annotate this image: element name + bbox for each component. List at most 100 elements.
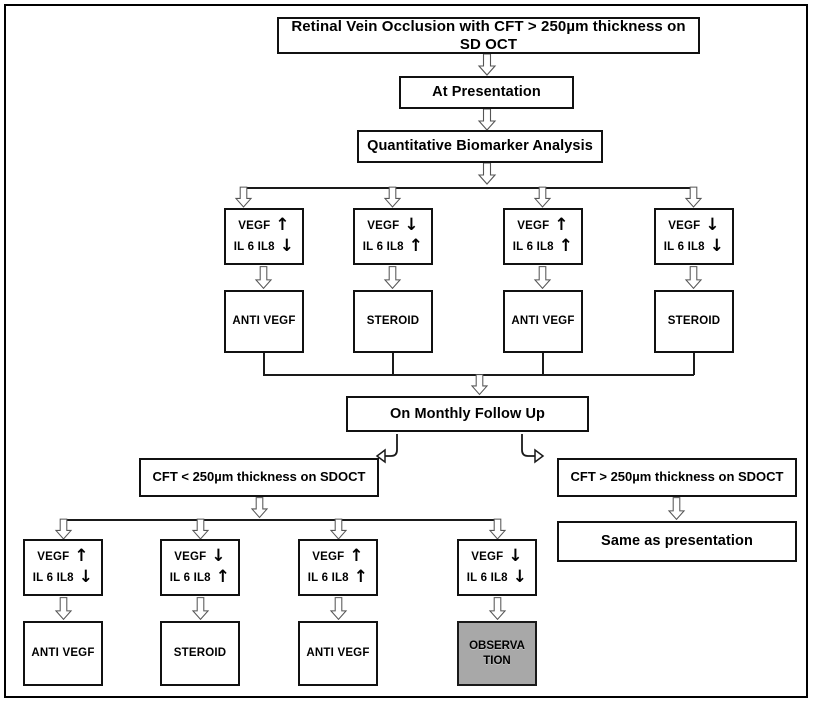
biomarker-row-il: IL 6 IL8 ↑: [304, 566, 372, 587]
vegf-trend-arrow: ↑: [554, 215, 569, 236]
treatment-label: STEROID: [366, 314, 420, 327]
biomarker-row-vegf: VEGF ↑: [230, 215, 298, 236]
biomarker-row-il: IL 6 IL8 ↓: [29, 569, 97, 586]
arrow-followup-biomarker-4-to-treatment: [488, 597, 507, 621]
il-trend-arrow: ↓: [512, 566, 528, 587]
node-quantitative-biomarker-analysis: Quantitative Biomarker Analysis: [357, 130, 603, 163]
treatment-label: ANTI VEGF: [511, 314, 575, 327]
il-label: IL 6 IL8: [466, 571, 508, 584]
treatment-label: ANTI VEGF: [306, 646, 370, 659]
arrow-cft-more-to-same: [667, 497, 686, 521]
merge-stem-1: [263, 353, 265, 375]
vegf-trend-arrow: ↓: [508, 546, 523, 567]
node-biomarker-presentation-4: VEGF ↓ IL 6 IL8 ↓: [654, 208, 734, 265]
vegf-trend-arrow: ↓: [705, 215, 720, 236]
biomarker-row-vegf: VEGF ↑: [509, 215, 577, 236]
il-trend-arrow: ↑: [353, 566, 369, 587]
vegf-trend-arrow: ↑: [275, 215, 290, 236]
observation-line-2: TION: [483, 654, 511, 667]
vegf-label: VEGF: [668, 220, 701, 233]
vegf-label: VEGF: [37, 551, 70, 564]
node-treatment-followup-1: ANTI VEGF: [23, 621, 103, 686]
arrow-split-to-branch-3: [533, 186, 552, 208]
node-label: CFT > 250µm thickness on SDOCT: [570, 469, 784, 485]
node-biomarker-presentation-1: VEGF ↑ IL 6 IL8 ↓: [224, 208, 304, 265]
arrow-split-to-branch-1: [234, 186, 253, 208]
biomarker-row-il: IL 6 IL8 ↑: [509, 238, 577, 255]
node-treatment-followup-3: ANTI VEGF: [298, 621, 378, 686]
node-label: Retinal Vein Occlusion with CFT > 250µm …: [291, 18, 686, 53]
node-treatment-followup-4-observation: OBSERVA TION: [457, 621, 537, 686]
arrow-followup-split-1: [54, 518, 73, 540]
arrow-biomarker-2-to-treatment: [383, 266, 402, 290]
arrow-followup-split-4: [488, 518, 507, 540]
node-biomarker-presentation-2: VEGF ↓ IL 6 IL8 ↑: [353, 208, 433, 265]
il-label: IL 6 IL8: [32, 571, 74, 584]
arrow-split-to-branch-4: [684, 186, 703, 208]
arrow-split-to-branch-2: [383, 186, 402, 208]
biomarker-row-il: IL 6 IL8 ↓: [463, 566, 531, 587]
node-label: CFT < 250µm thickness on SDOCT: [152, 469, 366, 485]
biomarker-row-vegf: VEGF ↓: [660, 215, 728, 236]
vegf-trend-arrow: ↑: [74, 546, 89, 567]
biomarker-row-vegf: VEGF ↓: [463, 546, 531, 567]
il-trend-arrow: ↓: [279, 235, 295, 256]
merge-stem-3: [542, 353, 544, 375]
biomarker-row-vegf: VEGF ↑: [29, 546, 97, 567]
observation-line-1: OBSERVA: [469, 640, 525, 653]
arrow-analysis-to-split: [477, 162, 497, 185]
node-label: Same as presentation: [601, 533, 753, 550]
node-treatment-presentation-4: STEROID: [654, 290, 734, 353]
split-bar-presentation: [243, 187, 695, 189]
treatment-label: ANTI VEGF: [232, 314, 296, 327]
node-same-as-presentation: Same as presentation: [557, 521, 797, 562]
il-label: IL 6 IL8: [362, 240, 404, 253]
biomarker-row-vegf: VEGF ↓: [166, 546, 234, 567]
elbow-arrow-to-cft-more: [515, 432, 549, 466]
biomarker-row-il: IL 6 IL8 ↓: [660, 235, 728, 256]
arrow-biomarker-3-to-treatment: [533, 266, 552, 290]
node-label: At Presentation: [432, 84, 541, 101]
biomarker-row-il: IL 6 IL8 ↓: [230, 235, 298, 256]
node-on-monthly-follow-up: On Monthly Follow Up: [346, 396, 589, 432]
arrow-cft-less-to-split: [250, 497, 269, 519]
arrow-followup-biomarker-2-to-treatment: [191, 597, 210, 621]
arrow-merge-to-followup: [470, 374, 489, 396]
biomarker-row-il: IL 6 IL8 ↑: [359, 235, 427, 256]
il-trend-arrow: ↑: [408, 235, 424, 256]
vegf-label: VEGF: [517, 220, 550, 233]
arrow-biomarker-4-to-treatment: [684, 266, 703, 290]
split-bar-followup: [63, 519, 497, 521]
arrow-followup-biomarker-3-to-treatment: [329, 597, 348, 621]
observation-label: OBSERVA TION: [469, 639, 525, 668]
biomarker-row-vegf: VEGF ↓: [359, 215, 427, 236]
node-cft-greater-than: CFT > 250µm thickness on SDOCT: [557, 458, 797, 497]
biomarker-row-vegf: VEGF ↑: [304, 546, 372, 567]
node-biomarker-followup-2: VEGF ↓ IL 6 IL8 ↑: [160, 539, 240, 596]
node-treatment-presentation-1: ANTI VEGF: [224, 290, 304, 353]
node-treatment-presentation-2: STEROID: [353, 290, 433, 353]
treatment-label: STEROID: [173, 646, 227, 659]
node-biomarker-presentation-3: VEGF ↑ IL 6 IL8 ↑: [503, 208, 583, 265]
node-treatment-followup-2: STEROID: [160, 621, 240, 686]
il-label: IL 6 IL8: [169, 571, 211, 584]
node-cft-less-than: CFT < 250µm thickness on SDOCT: [139, 458, 379, 497]
il-trend-arrow: ↓: [709, 235, 725, 256]
vegf-trend-arrow: ↑: [349, 546, 364, 567]
arrow-followup-biomarker-1-to-treatment: [54, 597, 73, 621]
treatment-label: STEROID: [667, 314, 721, 327]
il-label: IL 6 IL8: [233, 240, 275, 253]
vegf-trend-arrow: ↓: [211, 546, 226, 567]
vegf-trend-arrow: ↓: [404, 215, 419, 236]
il-label: IL 6 IL8: [663, 240, 705, 253]
node-biomarker-followup-1: VEGF ↑ IL 6 IL8 ↓: [23, 539, 103, 596]
il-trend-arrow: ↑: [215, 566, 231, 587]
node-biomarker-followup-4: VEGF ↓ IL 6 IL8 ↓: [457, 539, 537, 596]
merge-stem-4: [693, 353, 695, 375]
arrow-followup-split-2: [191, 518, 210, 540]
arrow-biomarker-1-to-treatment: [254, 266, 273, 290]
vegf-label: VEGF: [312, 551, 345, 564]
merge-stem-2: [392, 353, 394, 375]
node-at-presentation: At Presentation: [399, 76, 574, 109]
